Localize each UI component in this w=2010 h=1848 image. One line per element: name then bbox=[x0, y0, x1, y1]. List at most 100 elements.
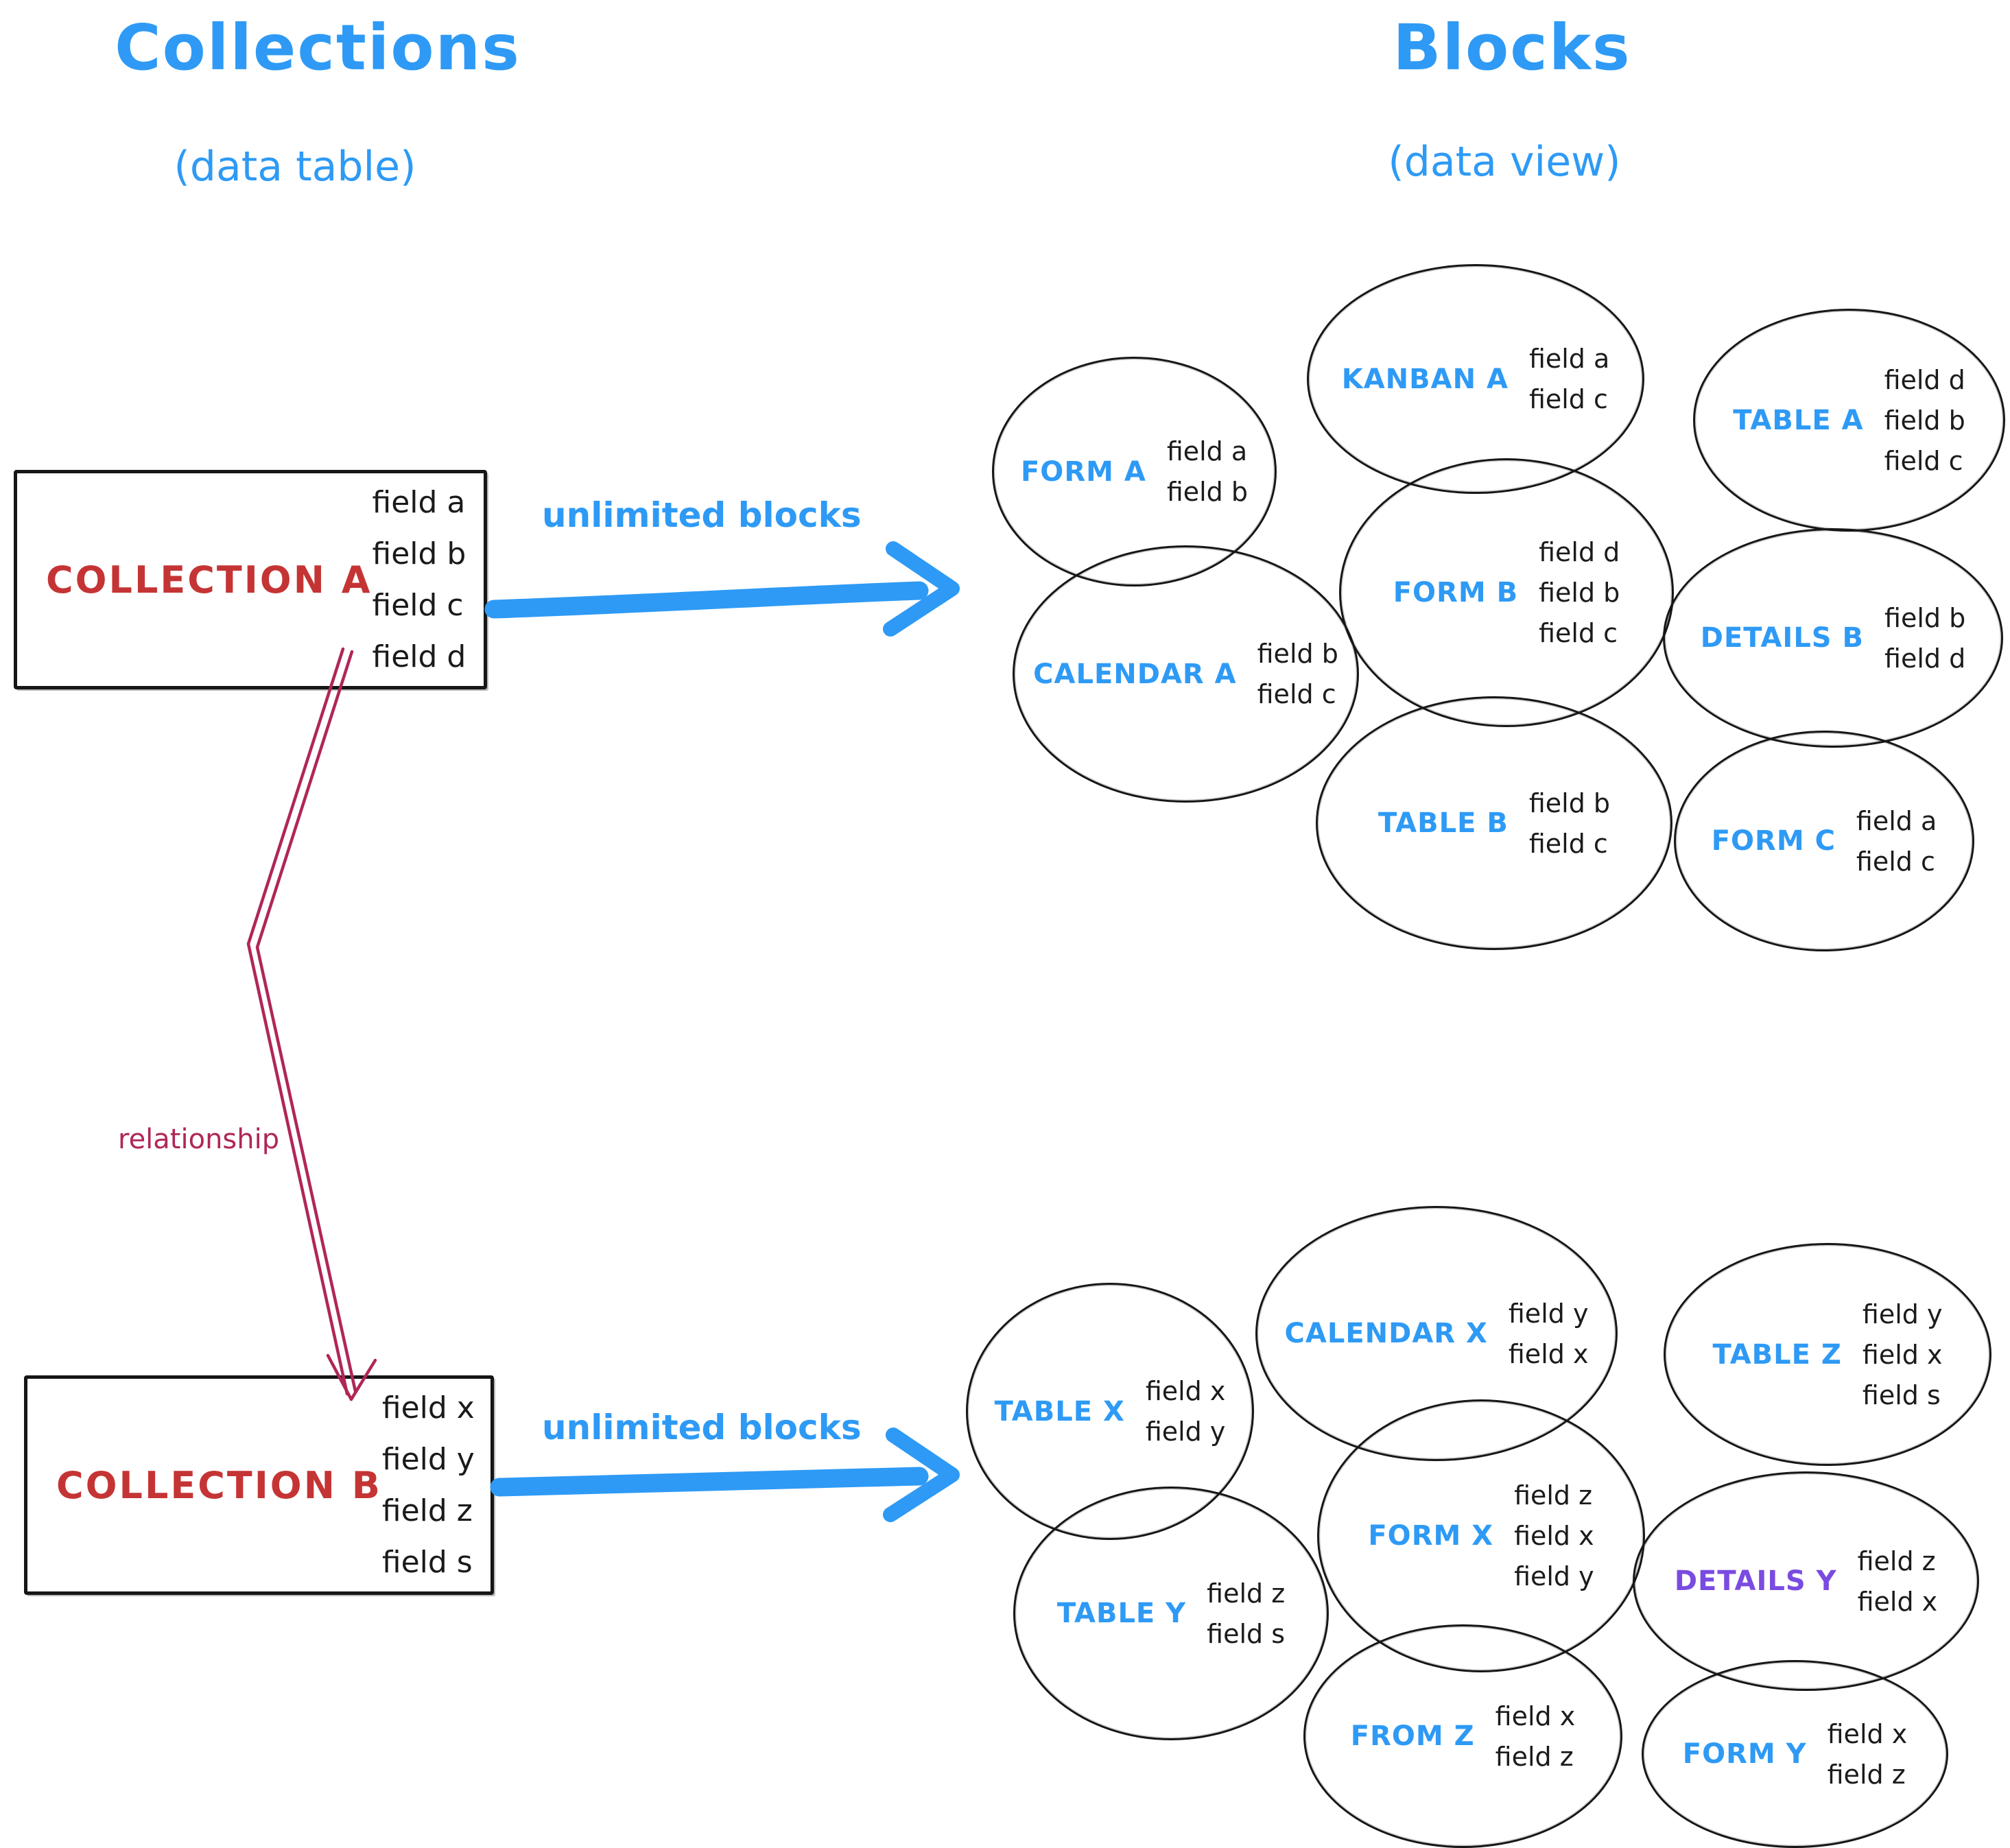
block-field: field y bbox=[1145, 1417, 1226, 1447]
collection-b-field: field x bbox=[381, 1390, 475, 1425]
collection-a-name: COLLECTION A bbox=[46, 558, 373, 602]
collection-a-fields: field a field b field c field d bbox=[373, 485, 506, 674]
block-field: field x bbox=[1514, 1521, 1594, 1551]
collection-b-name: COLLECTION B bbox=[56, 1463, 382, 1507]
unlimited-blocks-arrow-top bbox=[484, 541, 960, 637]
collection-b-field: field s bbox=[381, 1545, 473, 1580]
block-field: field z bbox=[1495, 1741, 1574, 1772]
block-details-b-label: DETAILS B bbox=[1700, 622, 1865, 654]
block-details-y-label: DETAILS Y bbox=[1674, 1565, 1837, 1597]
block-form-c-label: FORM C bbox=[1711, 825, 1836, 857]
collections-title: Collections bbox=[115, 11, 521, 84]
block-field: field x bbox=[1495, 1701, 1576, 1731]
block-field: field z bbox=[1514, 1480, 1593, 1511]
block-field: field a bbox=[1528, 344, 1610, 374]
block-field: field d bbox=[1539, 537, 1620, 567]
blocks-title: Blocks bbox=[1393, 11, 1631, 84]
block-field: field c bbox=[1528, 384, 1608, 414]
block-calendar-a-label: CALENDAR A bbox=[1033, 658, 1237, 690]
relationship-label: relationship bbox=[118, 1124, 280, 1155]
collection-a-field: field c bbox=[372, 588, 464, 623]
block-table-y-fields: field z field s bbox=[1207, 1578, 1285, 1649]
block-calendar-x-label: CALENDAR X bbox=[1284, 1318, 1488, 1349]
collection-a-field: field a bbox=[372, 485, 466, 520]
unlimited-blocks-label-top: unlimited blocks bbox=[542, 495, 862, 535]
block-table-z: TABLE Z field y field x field s bbox=[1664, 1243, 1991, 1466]
block-field: field s bbox=[1862, 1379, 1941, 1410]
block-calendar-x-fields: field y field x bbox=[1509, 1299, 1589, 1369]
block-details-y-fields: field z field x bbox=[1858, 1546, 1938, 1617]
block-field: field b bbox=[1884, 602, 1966, 633]
block-table-x-label: TABLE X bbox=[994, 1395, 1125, 1428]
block-field: field d bbox=[1884, 643, 1966, 674]
block-field: field c bbox=[1528, 828, 1608, 859]
block-table-y: TABLE Y field z field s bbox=[1013, 1486, 1329, 1740]
block-field: field x bbox=[1857, 1586, 1938, 1617]
block-kanban-a-fields: field a field c bbox=[1529, 344, 1609, 414]
block-details-b: DETAILS B field b field d bbox=[1663, 528, 2003, 748]
block-field: field z bbox=[1827, 1759, 1906, 1790]
block-form-y: FORM Y field x field z bbox=[1642, 1660, 1948, 1848]
block-details-y: DETAILS Y field z field x bbox=[1633, 1471, 1979, 1691]
collection-a-box: COLLECTION A field a field b field c fie… bbox=[14, 470, 487, 689]
block-field: field x bbox=[1862, 1339, 1943, 1370]
block-from-z-fields: field x field z bbox=[1495, 1701, 1576, 1772]
block-field: field s bbox=[1207, 1618, 1286, 1649]
collection-a-field: field b bbox=[372, 536, 466, 571]
block-calendar-a: CALENDAR A field b field c bbox=[1013, 545, 1359, 803]
block-field: field b bbox=[1539, 578, 1620, 608]
block-form-a-label: FORM A bbox=[1020, 455, 1146, 488]
block-table-a: TABLE A field d field b field c bbox=[1693, 309, 2005, 532]
block-field: field c bbox=[1884, 445, 1963, 476]
blocks-subtitle: (data view) bbox=[1388, 138, 1621, 186]
block-field: field a bbox=[1166, 436, 1248, 466]
block-form-c-fields: field a field c bbox=[1856, 806, 1937, 877]
relationship-arrow bbox=[246, 647, 377, 1401]
block-details-b-fields: field b field d bbox=[1884, 603, 1965, 674]
block-form-x: FORM X field z field x field y bbox=[1317, 1399, 1645, 1672]
block-field: field c bbox=[1856, 846, 1935, 877]
block-field: field b bbox=[1166, 477, 1249, 507]
block-form-x-label: FORM X bbox=[1368, 1520, 1494, 1552]
block-field: field y bbox=[1514, 1561, 1594, 1591]
block-table-a-fields: field d field b field c bbox=[1884, 365, 1965, 476]
block-table-y-label: TABLE Y bbox=[1056, 1598, 1187, 1629]
block-field: field y bbox=[1508, 1298, 1589, 1329]
block-from-z-label: FROM Z bbox=[1350, 1720, 1475, 1752]
block-form-x-fields: field z field x field y bbox=[1514, 1480, 1594, 1591]
block-field: field a bbox=[1856, 805, 1937, 836]
block-field: field c bbox=[1257, 679, 1336, 709]
block-form-a-fields: field a field b bbox=[1167, 436, 1248, 507]
block-table-b: TABLE B field b field c bbox=[1316, 696, 1672, 950]
block-field: field b bbox=[1528, 787, 1611, 818]
block-table-z-fields: field y field x field s bbox=[1863, 1299, 1943, 1410]
block-field: field x bbox=[1508, 1338, 1589, 1369]
block-table-a-label: TABLE A bbox=[1733, 404, 1864, 436]
collection-b-fields: field x field y field z field s bbox=[382, 1390, 515, 1580]
block-field: field b bbox=[1884, 405, 1965, 436]
collection-b-field: field y bbox=[381, 1442, 475, 1477]
collection-a-field: field d bbox=[372, 639, 466, 674]
collections-subtitle: (data table) bbox=[174, 143, 416, 191]
block-field: field y bbox=[1862, 1299, 1943, 1329]
block-from-z: FROM Z field x field z bbox=[1303, 1624, 1622, 1848]
block-table-x-fields: field x field y bbox=[1146, 1376, 1226, 1447]
collection-b-field: field z bbox=[381, 1493, 473, 1528]
block-form-y-fields: field x field z bbox=[1828, 1719, 1908, 1790]
collection-b-box: COLLECTION B field x field y field z fie… bbox=[24, 1375, 494, 1595]
block-form-b: FORM B field d field b field c bbox=[1339, 458, 1674, 727]
block-form-c: FORM C field a field c bbox=[1674, 731, 1974, 951]
block-table-z-label: TABLE Z bbox=[1712, 1338, 1842, 1371]
block-field: field z bbox=[1207, 1578, 1286, 1609]
block-field: field b bbox=[1257, 639, 1338, 669]
block-field: field x bbox=[1827, 1718, 1908, 1749]
block-kanban-a: KANBAN A field a field c bbox=[1307, 264, 1644, 494]
block-form-b-label: FORM B bbox=[1393, 577, 1519, 608]
block-field: field x bbox=[1145, 1376, 1226, 1406]
block-calendar-a-fields: field b field c bbox=[1257, 639, 1338, 709]
unlimited-blocks-label-bottom: unlimited blocks bbox=[542, 1408, 862, 1447]
block-table-b-fields: field b field c bbox=[1529, 788, 1610, 859]
block-field: field c bbox=[1539, 618, 1618, 648]
block-field: field d bbox=[1884, 364, 1965, 395]
